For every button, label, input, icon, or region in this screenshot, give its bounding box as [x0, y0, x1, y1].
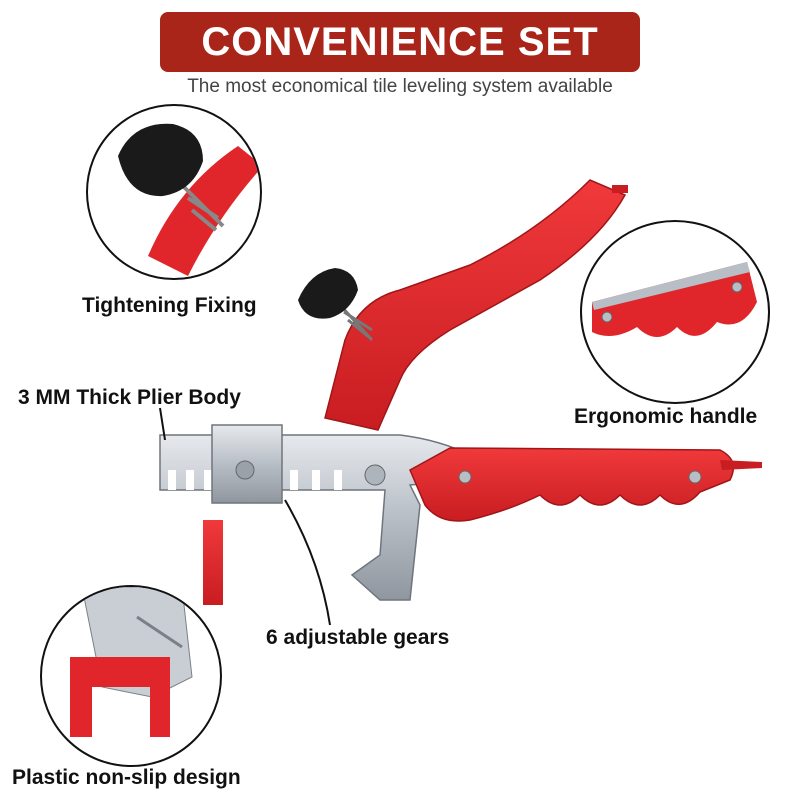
label-plier-body: 3 MM Thick Plier Body — [18, 386, 241, 409]
leader-gears — [284, 499, 331, 626]
callout-tightening — [86, 104, 262, 280]
lower-handle — [409, 447, 735, 522]
label-non-slip: Plastic non-slip design — [12, 766, 241, 789]
callout-non-slip — [40, 585, 222, 767]
red-foot — [203, 520, 223, 605]
label-gears: 6 adjustable gears — [266, 626, 450, 649]
page-title: CONVENIENCE SET — [201, 19, 599, 64]
upper-lever — [324, 179, 627, 431]
page-subtitle: The most economical tile leveling system… — [187, 76, 613, 97]
callout-ergonomic — [580, 220, 770, 404]
leader-body — [159, 407, 166, 441]
label-tightening: Tightening Fixing — [82, 294, 257, 317]
title-banner: CONVENIENCE SET — [160, 12, 640, 72]
knob-on-plier — [298, 268, 374, 342]
label-ergonomic: Ergonomic handle — [574, 405, 758, 428]
lever-tip — [612, 185, 628, 193]
gear-notches — [168, 470, 342, 490]
